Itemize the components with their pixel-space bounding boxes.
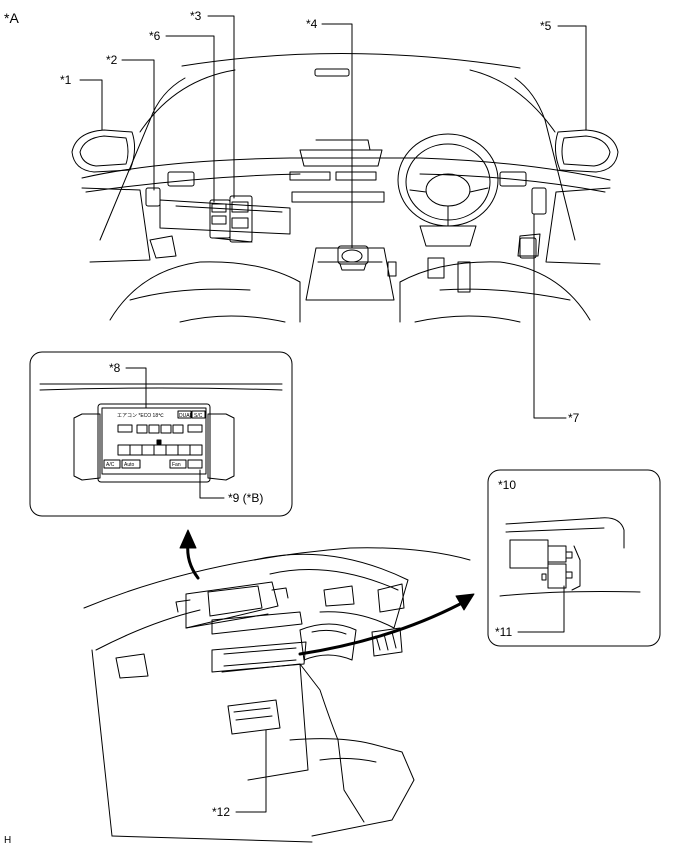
- callout-7: *7: [568, 411, 580, 425]
- callout-9: *9 (*B): [228, 491, 264, 505]
- switch-inset: [487, 469, 661, 647]
- screen-status-text: エアコン *ECO 18℃: [117, 413, 164, 419]
- screen-fan-button-text: Fan: [172, 462, 181, 468]
- right-outer-mirror: [554, 129, 619, 173]
- ecu-assembly-pair: [209, 195, 253, 243]
- right-side-switch-part: [519, 187, 547, 259]
- callout-5: *5: [540, 19, 552, 33]
- screen-ac-button-text: A/C: [106, 462, 115, 468]
- callout-4: *4: [306, 17, 318, 31]
- dashboard-perspective-drawing: [83, 547, 471, 843]
- pointer-arrows: [179, 529, 475, 656]
- left-outer-mirror: [71, 129, 136, 173]
- view-label-a: *A: [4, 10, 19, 26]
- screen-dual-button-text: DUAL: [179, 413, 193, 419]
- screen-sync-button-text: S/C: [194, 413, 203, 419]
- callout-3: *3: [190, 9, 202, 23]
- callout-10: *10: [498, 478, 517, 492]
- left-mirror-switch-part: [145, 187, 161, 207]
- screen-auto-button-text: Auto: [124, 462, 135, 468]
- callout-11: *11: [495, 625, 513, 639]
- corner-code: H: [4, 835, 12, 846]
- callout-2: *2: [106, 53, 118, 67]
- vehicle-interior-drawing: [81, 52, 611, 323]
- callout-1: *1: [60, 73, 72, 87]
- callout-12: *12: [212, 805, 231, 819]
- display-inset: [29, 351, 293, 517]
- callout-8: *8: [109, 361, 121, 375]
- callout-6: *6: [149, 29, 161, 43]
- center-console-module: [337, 245, 369, 271]
- leader-lines-top: [79, 15, 587, 419]
